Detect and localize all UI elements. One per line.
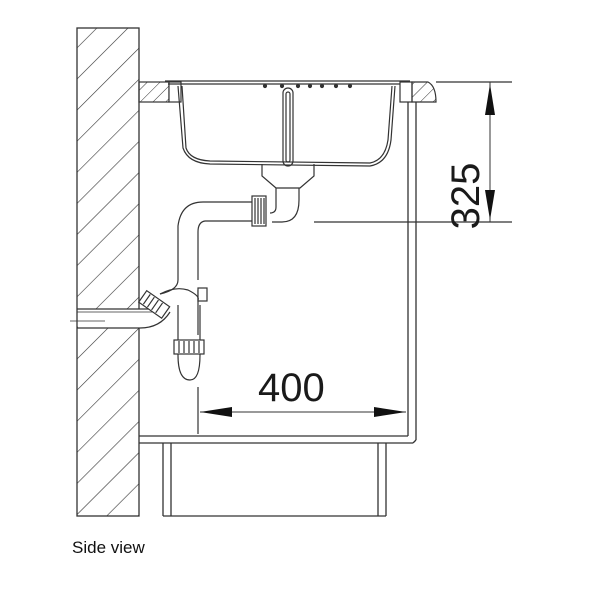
dimension-325 bbox=[314, 81, 512, 223]
width-dimension-label: 400 bbox=[258, 366, 325, 410]
cabinet bbox=[139, 102, 417, 517]
countertop-right bbox=[399, 81, 437, 103]
sink-bowl bbox=[165, 80, 410, 167]
drain-pipework bbox=[137, 164, 315, 381]
dimension-400 bbox=[197, 387, 406, 434]
height-dimension-label: 325 bbox=[444, 162, 488, 230]
caption: Side view bbox=[72, 538, 145, 557]
wall bbox=[70, 27, 160, 517]
countertop-left bbox=[138, 81, 182, 103]
